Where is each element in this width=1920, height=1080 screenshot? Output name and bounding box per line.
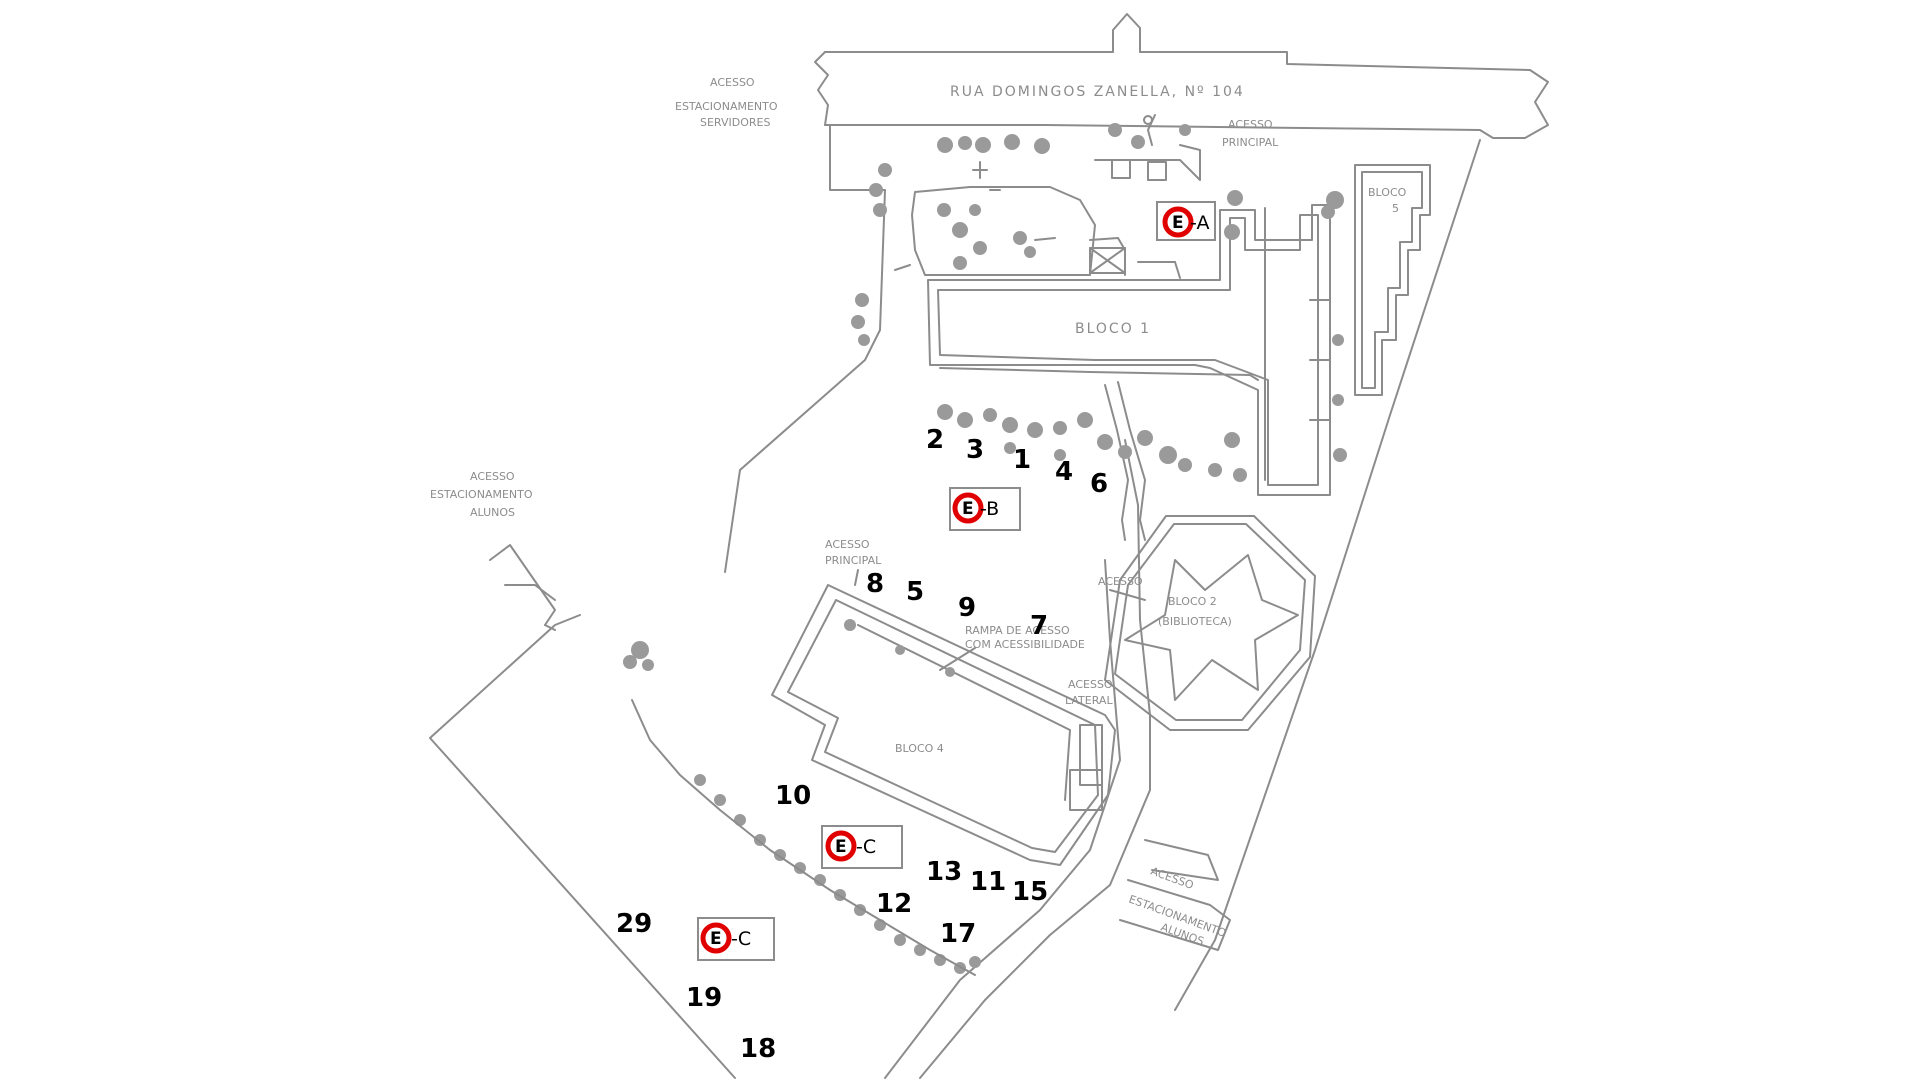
acesso-principal-top-line1: ACESSO (1228, 118, 1273, 131)
bloco-1-label: BLOCO 1 (1075, 321, 1151, 337)
rampa-line1: RAMPA DE ACESSO (965, 624, 1070, 637)
acesso-servidores-line1: ACESSO (710, 76, 755, 89)
ramp-paths (489, 381, 1146, 671)
bloco-5-label-line2: 5 (1392, 202, 1399, 215)
symbol-e-a: E -A (1156, 201, 1216, 241)
acesso-lateral-line1: ACESSO (1068, 678, 1113, 691)
acesso-principal-mid-line1: ACESSO (825, 538, 870, 551)
symbol-ring-icon (952, 492, 984, 524)
point-number: 29 (616, 909, 652, 939)
point-number: 2 (926, 425, 944, 455)
street-name: RUA DOMINGOS ZANELLA, Nº 104 (950, 84, 1245, 100)
bloco-5-building: BLOCO 5 (1354, 164, 1431, 396)
point-number: 15 (1012, 877, 1048, 907)
point-number: 1 (1013, 445, 1031, 475)
acesso-alunos-line2: ESTACIONAMENTO (430, 488, 533, 501)
symbol-ring-icon (825, 830, 857, 862)
bloco-2-label-line1: BLOCO 2 (1168, 595, 1217, 608)
point-number: 6 (1090, 469, 1108, 499)
point-number: 3 (966, 435, 984, 465)
point-number: 17 (940, 919, 976, 949)
acesso-principal-mid-line2: PRINCIPAL (825, 554, 882, 567)
symbol-b-suffix: -B (980, 498, 999, 520)
symbol-e-c-2: E -C (697, 917, 775, 961)
bloco-2-building: BLOCO 2 (BIBLIOTECA) (1104, 515, 1316, 731)
point-number: 5 (906, 577, 924, 607)
rampa-line2: COM ACESSIBILIDADE (965, 638, 1085, 651)
acesso-bloco2-label: ACESSO (1098, 575, 1143, 588)
symbol-e-letter: E (1172, 213, 1184, 233)
point-number: 7 (1030, 611, 1048, 641)
point-number: 8 (866, 569, 884, 599)
symbol-e-letter: E (835, 837, 847, 857)
symbol-ring-icon (700, 922, 732, 954)
symbol-e-c-1: E -C (821, 825, 903, 869)
symbol-ring-icon (1162, 206, 1194, 238)
acesso-servidores-line3: SERVIDORES (700, 116, 770, 129)
point-number: 19 (686, 983, 722, 1013)
front-garden (894, 114, 1201, 279)
access-road (884, 439, 1231, 1079)
point-number: 12 (876, 889, 912, 919)
point-number: 4 (1055, 457, 1073, 487)
trees (623, 123, 1347, 974)
acesso-principal-top-line2: PRINCIPAL (1222, 136, 1279, 149)
symbol-e-letter: E (962, 499, 974, 519)
point-number: 10 (775, 781, 811, 811)
symbol-a-suffix: -A (1190, 212, 1209, 234)
acesso-servidores-line2: ESTACIONAMENTO (675, 100, 778, 113)
street: RUA DOMINGOS ZANELLA, Nº 104 (814, 13, 1549, 139)
acesso-alunos-line3: ALUNOS (470, 506, 515, 519)
bloco-5-label-line1: BLOCO (1368, 186, 1407, 199)
acesso-alunos-line1: ACESSO (470, 470, 515, 483)
bloco-4-building: BLOCO 4 (771, 584, 1116, 866)
point-number: 9 (958, 593, 976, 623)
symbol-c2-suffix: -C (731, 928, 751, 950)
tree-row-line (631, 699, 976, 976)
point-numbers: 2 3 1 4 6 8 5 9 7 10 13 11 15 12 17 29 1… (616, 425, 1108, 1064)
symbol-c1-suffix: -C (856, 836, 876, 858)
symbol-e-b: E -B (949, 487, 1021, 531)
point-number: 11 (970, 867, 1006, 897)
point-number: 18 (740, 1034, 776, 1064)
symbol-e-letter: E (710, 929, 722, 949)
bloco-4-label: BLOCO 4 (895, 742, 944, 755)
map-labels: ACESSO ESTACIONAMENTO SERVIDORES ACESSO … (430, 76, 1279, 948)
point-number: 13 (926, 857, 962, 887)
bloco-2-label-line2: (BIBLIOTECA) (1158, 615, 1232, 628)
acesso-lateral-line2: LATERAL (1065, 694, 1113, 707)
